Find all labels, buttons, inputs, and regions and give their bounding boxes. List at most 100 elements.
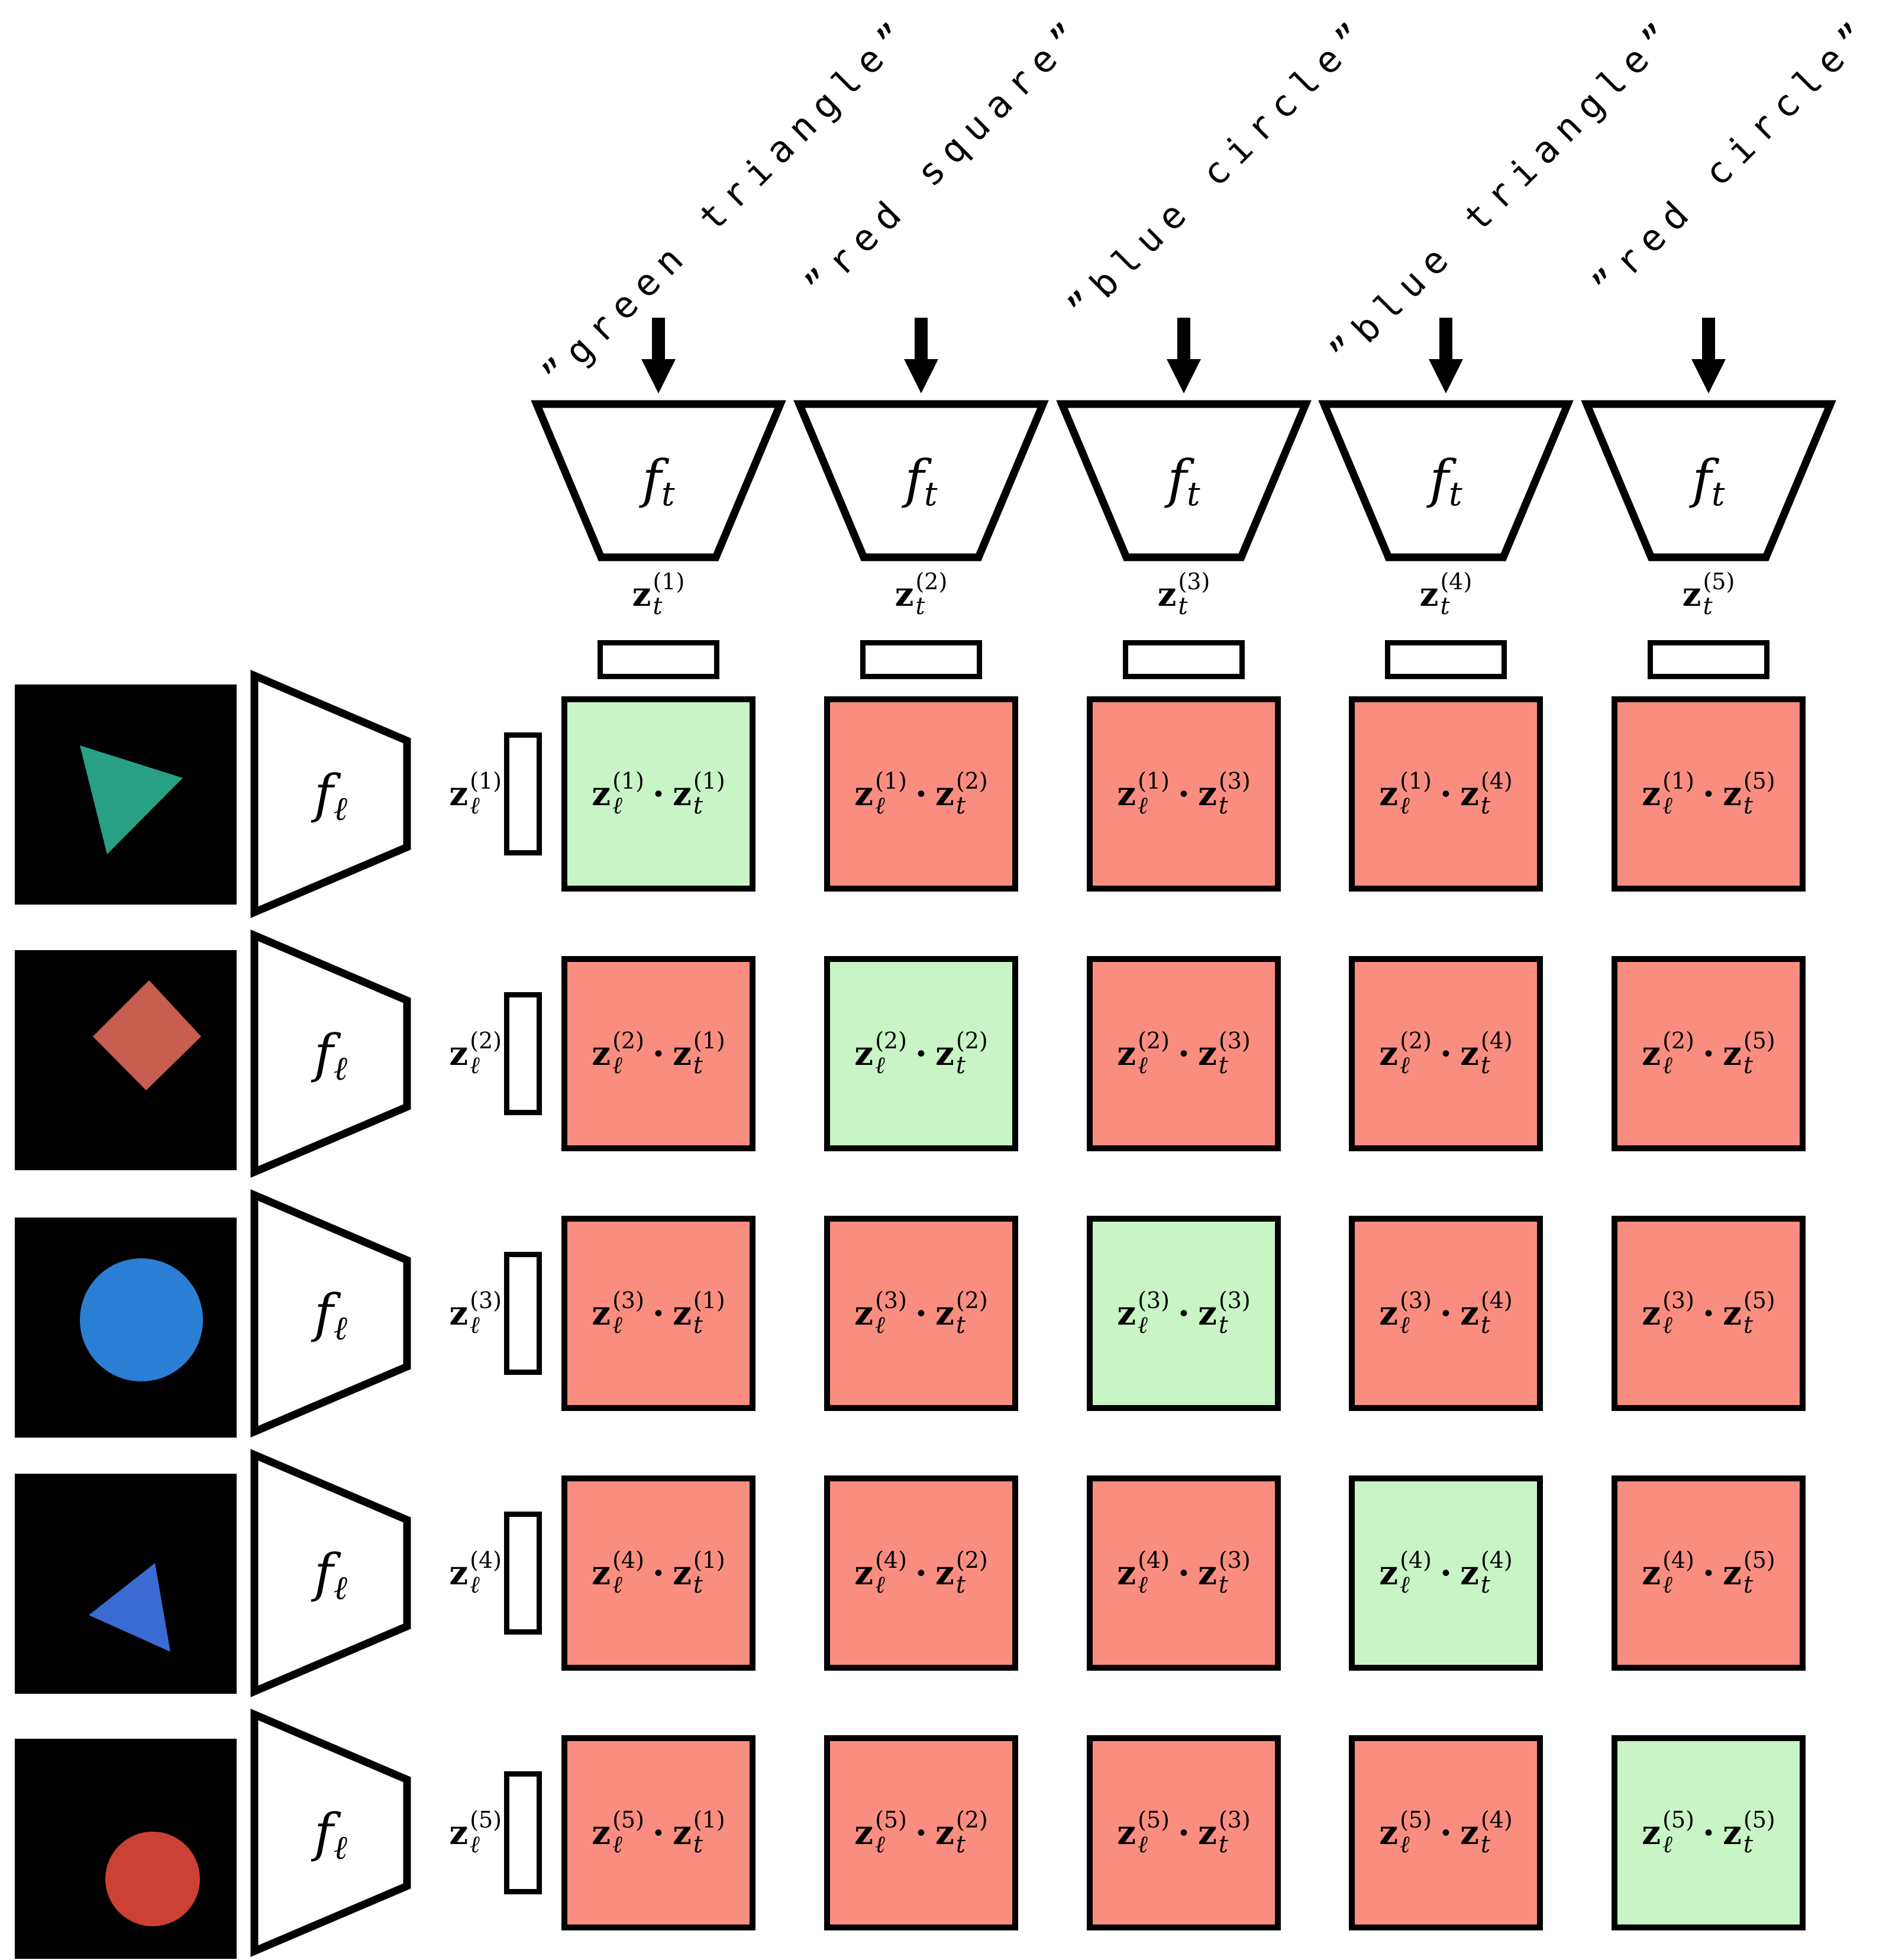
image-embedding-math: z(1)ℓ xyxy=(1117,768,1170,818)
dot-product-expression: z(3)ℓ·z(5)t xyxy=(1642,1289,1775,1338)
z-scripts: (5)t xyxy=(1743,1808,1775,1857)
z-superscript: (3) xyxy=(1218,1028,1251,1054)
z-subscript: ℓ xyxy=(1662,1051,1672,1079)
dot-operator: · xyxy=(1439,773,1452,814)
text-encoder-shape xyxy=(793,400,1049,561)
image-embedding-math: z(3)ℓ xyxy=(592,1289,644,1338)
z-subscript: ℓ xyxy=(612,1051,622,1079)
z-scripts: (1)t xyxy=(653,570,684,619)
dot-product-expression: z(5)ℓ·z(4)t xyxy=(1379,1808,1512,1857)
z-subscript: t xyxy=(653,592,663,620)
dot-product-expression: z(3)ℓ·z(3)t xyxy=(1117,1289,1250,1338)
text-embedding-math: z(5)t xyxy=(1723,769,1775,819)
z-subscript: ℓ xyxy=(1662,1311,1672,1339)
z-scripts: (1)t xyxy=(693,768,725,818)
z-symbol: z xyxy=(1117,1034,1136,1073)
z-superscript: (1) xyxy=(875,768,907,795)
z-scripts: (4)ℓ xyxy=(1138,1547,1170,1597)
z-symbol: z xyxy=(1460,1293,1479,1333)
similarity-cell-mismatch: z(1)ℓ·z(5)t xyxy=(1612,696,1806,892)
z-scripts: (5)t xyxy=(1703,570,1735,619)
z-subscript: ℓ xyxy=(875,1571,885,1599)
dot-product-expression: z(5)ℓ·z(2)t xyxy=(854,1808,988,1857)
z-superscript: (5) xyxy=(1743,1028,1775,1054)
down-arrow-icon xyxy=(1691,359,1726,393)
image-embedding-math: z(2)ℓ xyxy=(449,1029,502,1078)
z-subscript: ℓ xyxy=(612,1311,622,1339)
text-embedding-math: z(3)t xyxy=(1198,769,1251,818)
z-scripts: (3)ℓ xyxy=(612,1289,644,1338)
z-superscript: (1) xyxy=(693,1028,725,1054)
text-encoder-trapezoid xyxy=(1318,400,1574,561)
dot-product-expression: z(1)ℓ·z(2)t xyxy=(854,768,988,819)
z-subscript: ℓ xyxy=(1138,1051,1148,1079)
z-subscript: t xyxy=(1743,792,1753,819)
input-image xyxy=(15,1739,237,1959)
dot-product-expression: z(4)ℓ·z(5)t xyxy=(1642,1547,1775,1599)
input-image xyxy=(15,1474,237,1694)
dot-operator: · xyxy=(1702,1293,1715,1333)
z-symbol: z xyxy=(1198,1553,1217,1593)
z-subscript: t xyxy=(1743,1571,1753,1599)
z-subscript: t xyxy=(955,1571,966,1599)
z-superscript: (4) xyxy=(470,1547,502,1574)
dot-product-expression: z(2)ℓ·z(2)t xyxy=(854,1029,987,1078)
z-subscript: ℓ xyxy=(612,1830,622,1858)
z-superscript: (1) xyxy=(1138,768,1170,795)
text-encoder-trapezoid xyxy=(1581,400,1836,561)
z-superscript: (1) xyxy=(693,768,725,795)
down-arrow-icon xyxy=(1429,359,1463,393)
text-embedding-math: z(5)t xyxy=(1723,1029,1775,1078)
similarity-cell-mismatch: z(1)ℓ·z(2)t xyxy=(824,696,1018,892)
z-superscript: (1) xyxy=(1662,768,1694,795)
image-embedding-vector xyxy=(504,992,542,1115)
z-symbol: z xyxy=(1117,1293,1136,1333)
z-symbol: z xyxy=(449,1293,469,1333)
z-subscript: t xyxy=(1218,1051,1228,1079)
text-embedding-math: z(2)t xyxy=(935,769,988,818)
z-subscript: ℓ xyxy=(612,1571,622,1599)
image-embedding-label: z(3)ℓ xyxy=(354,1272,502,1355)
z-symbol: z xyxy=(1723,1034,1742,1073)
f-symbol: f xyxy=(314,1802,334,1863)
similarity-cell-match: z(2)ℓ·z(2)t xyxy=(824,956,1018,1151)
z-subscript: ℓ xyxy=(1400,1571,1410,1599)
image-embedding-math: z(2)ℓ xyxy=(854,1029,907,1078)
z-superscript: (4) xyxy=(1138,1547,1170,1574)
down-arrow-icon xyxy=(1177,318,1190,361)
z-superscript: (2) xyxy=(470,1028,502,1054)
z-symbol: z xyxy=(935,1813,954,1852)
z-superscript: (3) xyxy=(1218,1547,1251,1574)
z-scripts: (5)ℓ xyxy=(470,1808,502,1857)
image-embedding-vector xyxy=(504,1252,542,1375)
text-embedding-label: z(3)t xyxy=(1095,553,1273,636)
z-symbol: z xyxy=(592,1293,611,1333)
image-embedding-label: z(1)ℓ xyxy=(354,753,502,835)
z-superscript: (1) xyxy=(653,569,685,595)
z-scripts: (3)t xyxy=(1178,570,1210,619)
z-scripts: (4)ℓ xyxy=(1662,1548,1694,1597)
text-embedding-label: z(4)t xyxy=(1357,553,1535,636)
text-embedding-math: z(5)t xyxy=(1723,1808,1775,1857)
z-superscript: (5) xyxy=(1743,1547,1775,1574)
z-subscript: ℓ xyxy=(470,792,480,819)
image-embedding-math: z(2)ℓ xyxy=(1642,1029,1694,1078)
z-superscript: (3) xyxy=(875,1287,907,1314)
z-superscript: (1) xyxy=(693,1807,725,1833)
dot-operator: · xyxy=(1439,1812,1452,1853)
z-symbol: z xyxy=(673,1293,692,1333)
triangle-icon xyxy=(80,745,183,854)
text-embedding-math: z(2)t xyxy=(935,1808,988,1857)
similarity-cell-match: z(3)ℓ·z(3)t xyxy=(1087,1216,1281,1411)
z-subscript: ℓ xyxy=(875,792,885,819)
similarity-cell-mismatch: z(5)ℓ·z(3)t xyxy=(1087,1735,1281,1930)
z-symbol: z xyxy=(854,1293,874,1333)
image-embedding-math: z(1)ℓ xyxy=(1642,768,1694,818)
